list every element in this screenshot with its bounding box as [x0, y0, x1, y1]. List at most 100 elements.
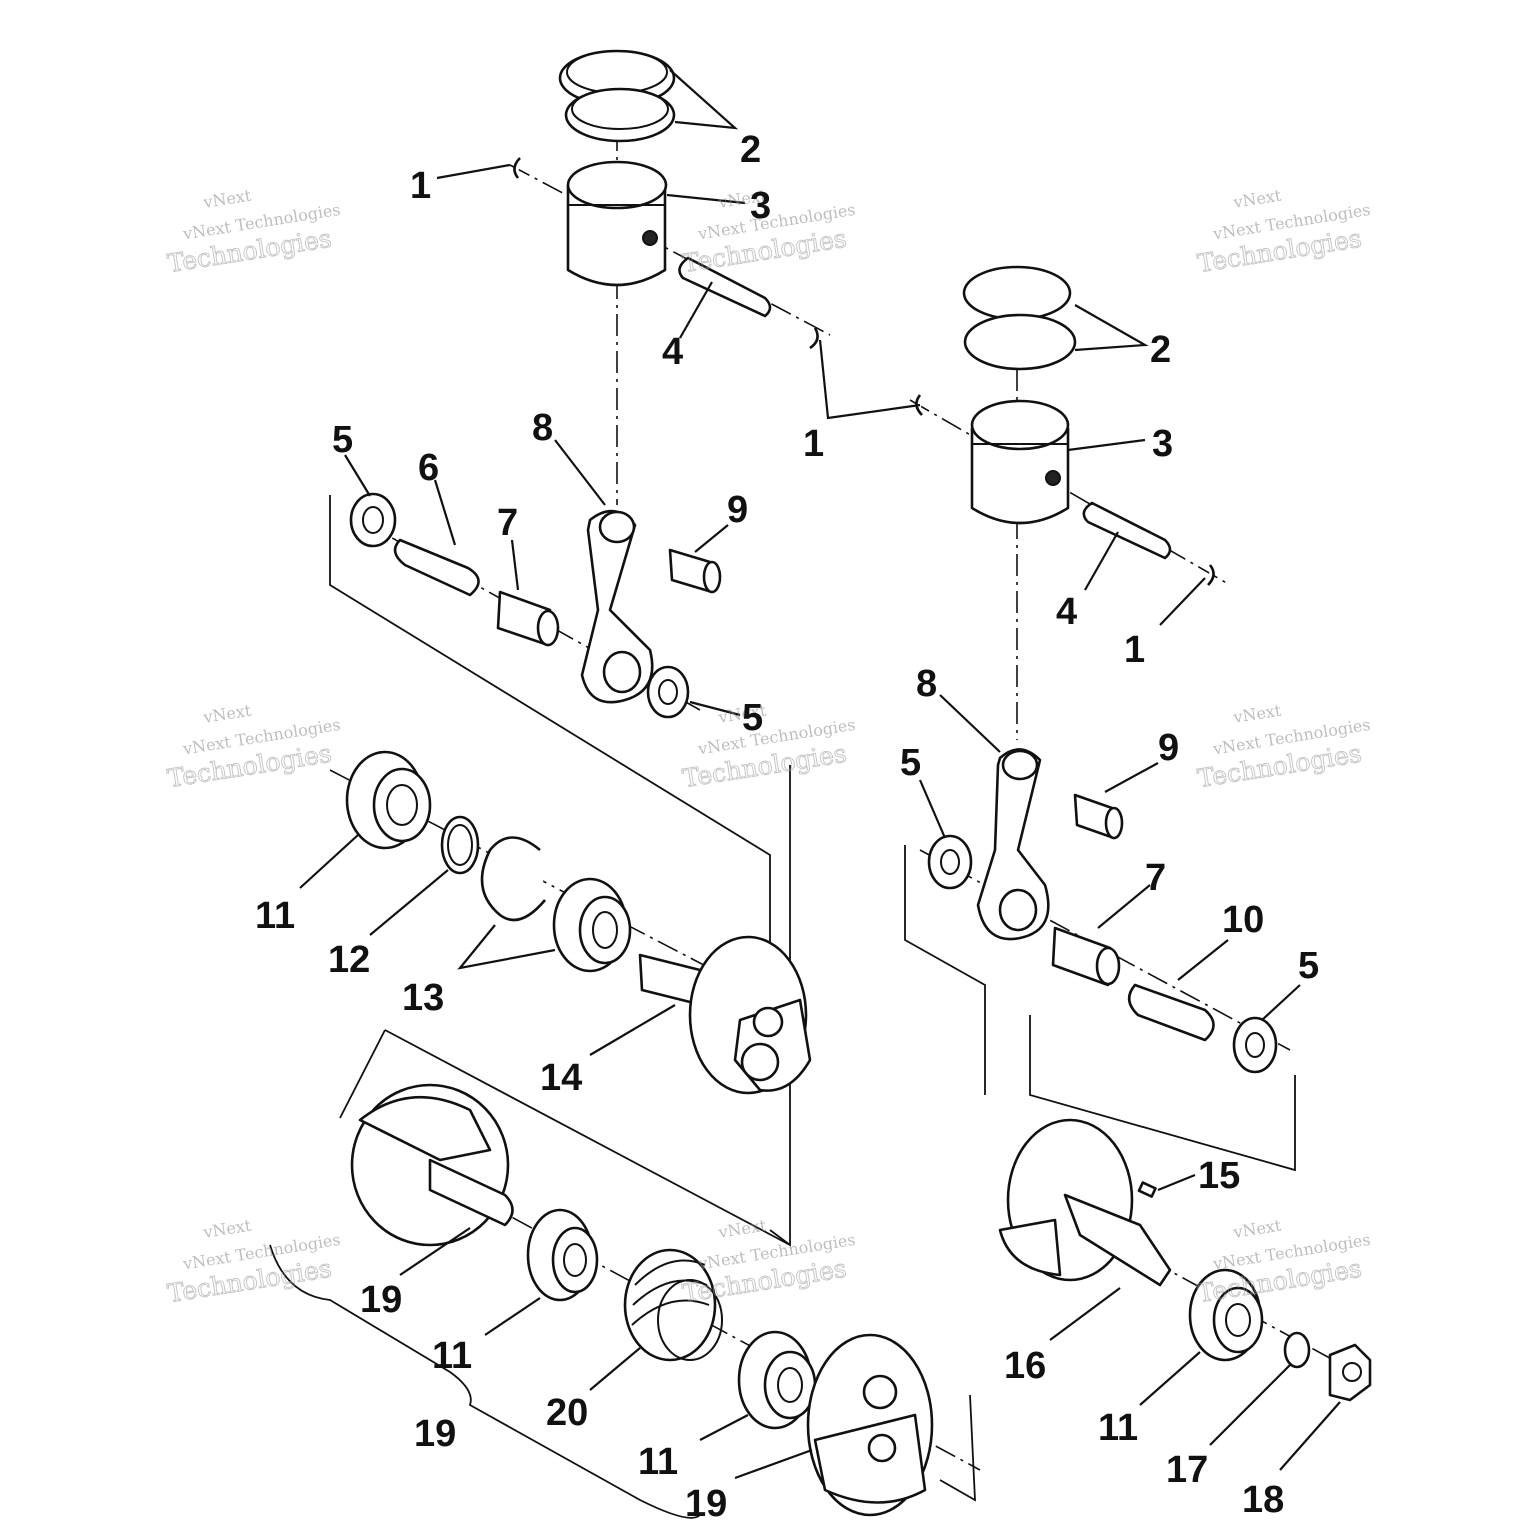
- callout-label: 5: [332, 419, 353, 461]
- callout-label: 4: [662, 331, 683, 373]
- thrust-washer-hole-left-bottom: [658, 679, 678, 705]
- callout-label: 7: [1145, 857, 1166, 899]
- main-bearing-11-center-right-race: [763, 1350, 817, 1420]
- watermark-text-line1: vNext: [1231, 1216, 1283, 1243]
- conrod-small-end-left: [598, 510, 636, 544]
- callout-label: 15: [1198, 1155, 1240, 1197]
- right-piston-assembly: [915, 265, 1215, 586]
- leader-16: [1049, 1287, 1121, 1341]
- leader-17: [1209, 1364, 1291, 1446]
- watermark-text-line1: vNext: [201, 186, 253, 213]
- labyrinth-seal-20-grooves: [631, 1259, 710, 1326]
- watermark-9: vNext vNext Technologies Technologies: [1195, 1216, 1372, 1309]
- leader-8a: [554, 439, 606, 506]
- leader-2a: [669, 69, 739, 130]
- piston-pin-left: [678, 256, 772, 318]
- left-conrod-group: [349, 492, 722, 719]
- callout-label: 18: [1242, 1479, 1284, 1521]
- needle-bearing-7-left-face: [536, 609, 560, 647]
- callout-label: 1: [1124, 629, 1145, 671]
- bracket-center-left: [339, 1029, 386, 1119]
- leader-12: [369, 869, 449, 936]
- crank-web-19-left-rim: [358, 1095, 492, 1162]
- callout-label: 13: [402, 977, 444, 1019]
- leader-18: [1279, 1401, 1341, 1471]
- leader-5d: [1261, 984, 1301, 1021]
- piston-crown-right: [970, 399, 1070, 451]
- leader-5c: [918, 779, 947, 839]
- leader-14: [589, 1004, 676, 1056]
- callout-label: 5: [742, 697, 763, 739]
- circlip-left-bottom: [809, 327, 819, 350]
- bracket-bottom-curly: [269, 1244, 701, 1519]
- callout-label: 1: [803, 423, 824, 465]
- callout-label: 1: [410, 165, 431, 207]
- leader-5a: [344, 454, 371, 497]
- callout-label: 11: [255, 895, 295, 937]
- nut-18: [1328, 1343, 1372, 1402]
- piston-ring-top-right: [962, 265, 1072, 321]
- crank-web-19-right-hole-bottom: [867, 1433, 897, 1463]
- watermark-4: vNext vNext Technologies Technologies: [165, 701, 342, 794]
- callout-label: 16: [1004, 1345, 1046, 1387]
- leader-7b: [1097, 884, 1151, 929]
- leader-5b: [689, 700, 741, 717]
- leader-13: [457, 924, 556, 970]
- main-bearing-11-top-left-race: [372, 767, 432, 843]
- leader-9b: [1104, 762, 1159, 793]
- main-bearing-11-top-left-bore: [386, 784, 418, 826]
- piston-body-right: [970, 428, 1070, 525]
- leader-11a: [299, 834, 359, 889]
- leader-6: [433, 479, 457, 546]
- thrust-washer-hole-right-left: [940, 849, 960, 875]
- thrust-washer-right-left: [927, 834, 973, 890]
- crank-shaft-19-left: [428, 1158, 514, 1227]
- main-bearing-11-center-left-race: [551, 1226, 599, 1294]
- axis-left-pin: [509, 164, 831, 336]
- leader-1a: [436, 163, 511, 180]
- watermark-1: vNext vNext Technologies Technologies: [165, 186, 342, 279]
- callout-label: 20: [546, 1392, 588, 1434]
- leader-3a: [666, 193, 746, 205]
- leader-19a: [399, 1227, 471, 1276]
- thrust-washer-left-bottom: [646, 665, 690, 719]
- callout-label: 4: [1056, 591, 1077, 633]
- circlip-left-top: [513, 157, 521, 179]
- bracket-center-top: [384, 1029, 791, 1246]
- right-conrod-group: [927, 748, 1278, 1074]
- thrust-washer-hole-right-right: [1245, 1032, 1265, 1058]
- callout-label: 3: [1152, 423, 1173, 465]
- piston-crown-left: [566, 160, 668, 210]
- crank-web-19-right-hole-top: [862, 1374, 898, 1410]
- callout-label: 7: [497, 502, 518, 544]
- main-bearing-11-center-right-bore: [777, 1367, 803, 1403]
- right-crank-group: [998, 1118, 1372, 1402]
- left-piston-assembly: [513, 49, 819, 350]
- left-crank-group: [345, 750, 812, 1095]
- leader-9a: [694, 524, 729, 553]
- piston-pin-boss-left: [642, 230, 658, 246]
- callout-label: 6: [418, 447, 439, 489]
- callout-label: 8: [916, 663, 937, 705]
- labyrinth-seal-20: [623, 1248, 717, 1362]
- leader-11b: [484, 1297, 541, 1336]
- watermark-text-line1: vNext: [201, 701, 253, 728]
- crank-half-14-pin-hole: [752, 1006, 784, 1038]
- conrod-small-end-right: [1001, 749, 1039, 781]
- main-bearing-11-right-bore: [1225, 1303, 1251, 1337]
- leader-7a: [510, 539, 520, 591]
- crank-half-14-main-hole: [740, 1042, 780, 1082]
- crankpin-10: [1127, 983, 1215, 1042]
- needle-bearing-9-right-face: [1104, 806, 1124, 840]
- leader-1c: [1159, 577, 1206, 626]
- nut-18-bore: [1342, 1362, 1362, 1382]
- watermark-6: vNext vNext Technologies Technologies: [1195, 701, 1372, 794]
- leader-19c: [734, 1448, 813, 1480]
- crank-half-16-shaft: [1063, 1193, 1172, 1287]
- callout-label: 19: [360, 1279, 402, 1321]
- shim-12-inner: [447, 824, 473, 866]
- key-15: [1137, 1181, 1157, 1198]
- callout-label: 19: [414, 1413, 456, 1455]
